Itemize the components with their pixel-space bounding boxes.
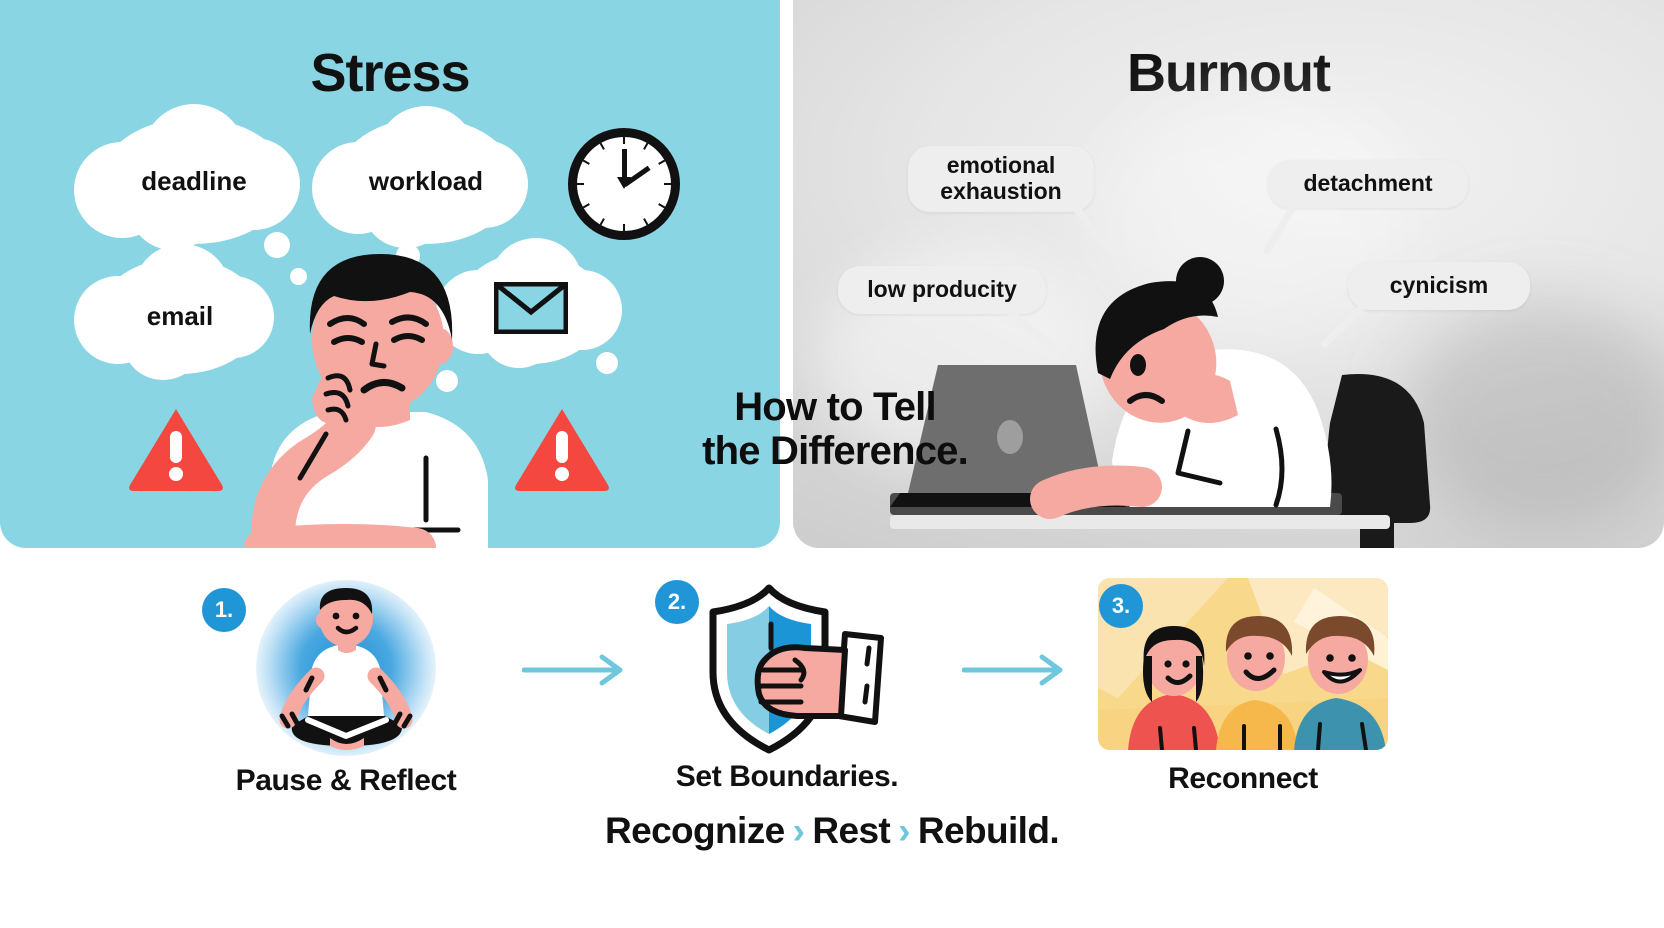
step-3-label: Reconnect bbox=[1168, 762, 1318, 795]
thought-label: workload bbox=[368, 165, 484, 196]
burnout-label-text: cynicism bbox=[1389, 272, 1489, 299]
burnout-label-low-producity: low producity bbox=[838, 266, 1046, 314]
bubble-tail bbox=[1321, 306, 1365, 348]
thought-dot bbox=[436, 370, 458, 392]
chevron-right-icon: › bbox=[898, 810, 910, 851]
steps-section: 1. bbox=[0, 548, 1664, 928]
shield-hand-icon bbox=[667, 576, 907, 761]
step-2-label: Set Boundaries. bbox=[675, 760, 899, 793]
center-headline: How to Tell the Difference. bbox=[600, 385, 1070, 473]
step-1-label: Pause & Reflect bbox=[235, 764, 457, 797]
haze-blob bbox=[1403, 300, 1664, 530]
bubble-tail bbox=[1008, 310, 1058, 352]
exhausted-person-illustration bbox=[890, 255, 1465, 548]
tagline-word-3: Rebuild. bbox=[917, 810, 1060, 851]
tagline-word-1: Recognize bbox=[604, 810, 785, 851]
clock-icon bbox=[568, 128, 680, 240]
thought-label: deadline bbox=[141, 165, 247, 196]
tagline: Recognize›Rest›Rebuild. bbox=[0, 810, 1664, 852]
burnout-label-emotional-exhaustion: emotional exhaustion bbox=[908, 146, 1094, 212]
burnout-label-text: detachment bbox=[1303, 170, 1433, 197]
burnout-panel-title: Burnout bbox=[1127, 43, 1331, 103]
thought-bubble-envelope bbox=[436, 238, 622, 368]
burnout-label-text: emotional exhaustion bbox=[940, 152, 1062, 204]
arrow-right-icon bbox=[521, 653, 632, 687]
warning-triangle-icon bbox=[126, 405, 226, 491]
arrow-right-icon bbox=[961, 653, 1072, 687]
thought-dot bbox=[290, 268, 307, 285]
chevron-right-icon: › bbox=[792, 810, 805, 851]
step-1-badge: 1. bbox=[202, 588, 246, 632]
thought-dot bbox=[264, 232, 290, 258]
burnout-label-cynicism: cynicism bbox=[1348, 262, 1530, 310]
thought-bubble-email: email bbox=[74, 244, 274, 380]
stress-panel-title: Stress bbox=[310, 43, 470, 103]
stressed-person-illustration bbox=[230, 248, 530, 548]
headline-line-2: the Difference. bbox=[702, 429, 969, 473]
step-3-badge: 3. bbox=[1099, 584, 1143, 628]
burnout-label-text: low producity bbox=[867, 276, 1017, 303]
envelope-icon bbox=[494, 282, 568, 334]
step-2-badge: 2. bbox=[655, 580, 699, 624]
burnout-panel: Burnout bbox=[793, 0, 1664, 548]
thought-label: email bbox=[146, 300, 214, 331]
thought-bubble-workload: workload bbox=[312, 106, 528, 248]
stress-panel: Stress deadline bbox=[0, 0, 780, 548]
warning-triangle-icon bbox=[512, 405, 612, 491]
headline-line-1: How to Tell bbox=[734, 385, 936, 429]
bubble-tail bbox=[1263, 205, 1297, 255]
tagline-word-2: Rest bbox=[812, 810, 891, 851]
thought-bubble-deadline: deadline bbox=[74, 104, 300, 250]
meditating-person-icon bbox=[246, 580, 446, 756]
thought-dot bbox=[596, 352, 618, 374]
bubble-tail bbox=[1073, 205, 1117, 257]
burnout-label-detachment: detachment bbox=[1268, 160, 1468, 208]
